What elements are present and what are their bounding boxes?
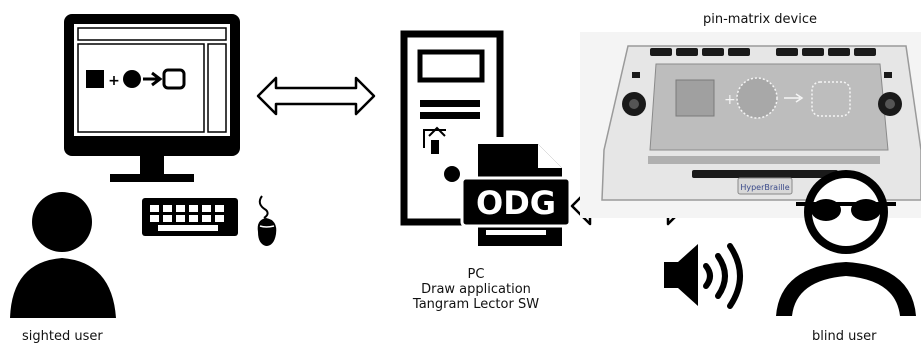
document-icon: ODG bbox=[460, 137, 572, 253]
double-arrow-icon bbox=[256, 76, 376, 116]
mouse-icon bbox=[257, 195, 277, 246]
blind-person-icon bbox=[776, 170, 916, 316]
pc-label-line: PC bbox=[467, 267, 485, 282]
person-icon bbox=[10, 192, 116, 318]
svg-text:+: + bbox=[724, 92, 736, 108]
speaker-icon bbox=[664, 243, 743, 309]
pc-label: PC Draw application Tangram Lector SW bbox=[376, 267, 576, 312]
monitor-icon: + bbox=[64, 14, 240, 182]
device-brand-label: HyperBraille bbox=[740, 183, 789, 192]
pin-matrix-device-icon: + HyperBraille bbox=[580, 32, 921, 218]
blind-user-label: blind user bbox=[812, 329, 877, 344]
sighted-user-label: sighted user bbox=[22, 329, 103, 344]
svg-text:+: + bbox=[108, 73, 120, 89]
device-label: pin-matrix device bbox=[702, 12, 817, 27]
pc-label-line: Tangram Lector SW bbox=[412, 297, 540, 312]
keyboard-icon bbox=[142, 198, 238, 236]
file-type-badge: ODG bbox=[476, 184, 556, 222]
pc-label-line: Draw application bbox=[421, 282, 531, 297]
